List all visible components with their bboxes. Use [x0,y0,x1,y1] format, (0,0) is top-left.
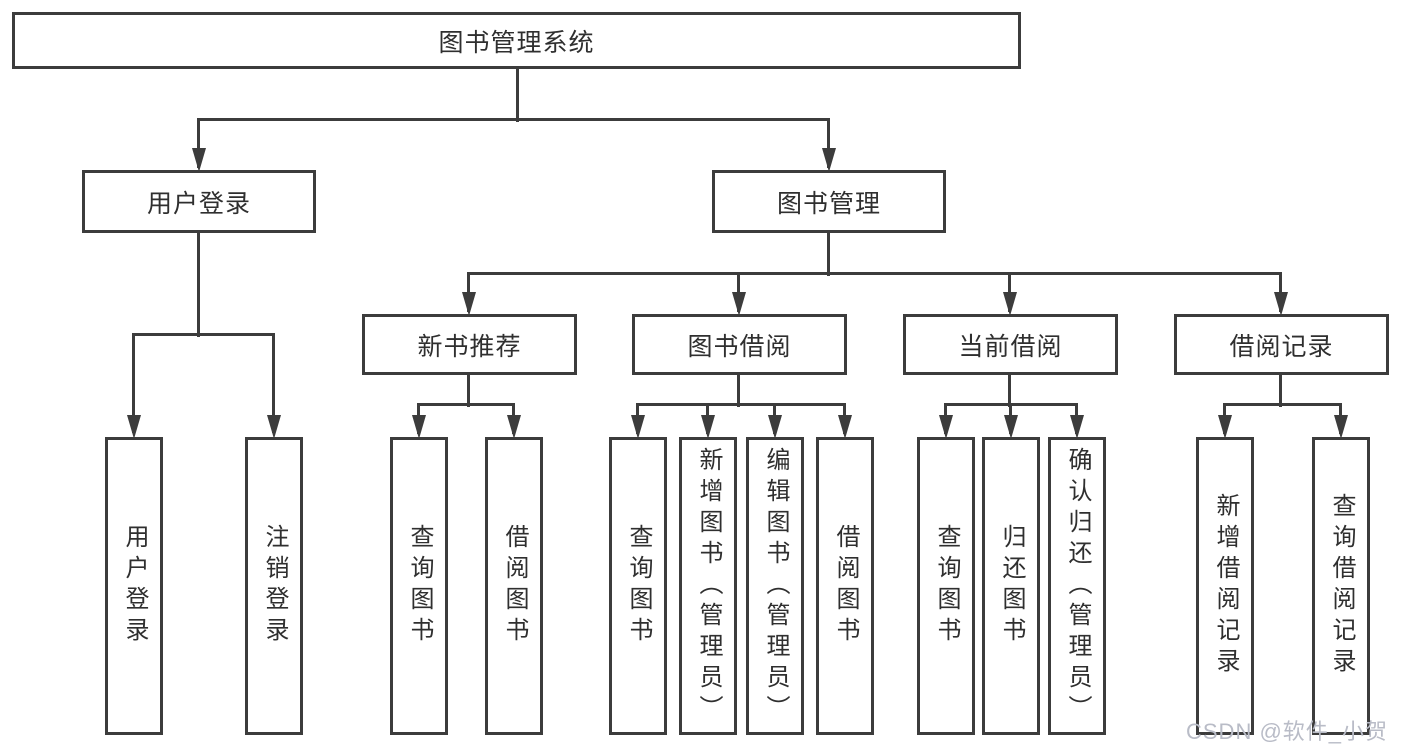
node-leaf-return-book: 归还图书 [982,437,1040,735]
node-leaf-confirm-return-admin: 确认归还（管理员） [1048,437,1106,735]
connector-line [272,335,275,433]
connector-line [467,272,1282,275]
connector-line [1223,403,1342,406]
connector-line [944,403,1078,406]
connector-line [1223,405,1226,434]
node-leaf-query-borrow-record: 查询借阅记录 [1312,437,1370,735]
connector-line [132,335,135,433]
node-leaf-edit-book-admin: 编辑图书（管理员） [746,437,804,735]
connector-line [467,274,470,312]
node-borrowing-records: 借阅记录 [1174,314,1389,375]
connector-line [417,403,515,406]
connector-line [516,69,519,122]
node-leaf-current-query-book: 查询图书 [917,437,975,735]
connector-line [1339,405,1342,434]
node-leaf-add-book-admin: 新增图书（管理员） [679,437,737,735]
connector-line [737,274,740,312]
node-leaf-borrow-query-book: 查询图书 [609,437,667,735]
connector-line [1008,374,1011,407]
node-current-borrowing: 当前借阅 [903,314,1118,375]
node-leaf-user-login: 用户登录 [105,437,163,735]
connector-line [1075,405,1078,434]
connector-line [132,333,275,336]
node-user-login: 用户登录 [82,170,316,233]
connector-line [773,405,776,434]
connector-line [1279,374,1282,407]
node-book-borrowing: 图书借阅 [632,314,847,375]
connector-line [417,405,420,434]
connector-line [827,232,830,276]
node-library-management-system: 图书管理系统 [12,12,1021,69]
csdn-watermark: CSDN @软件_小贺同学 [1186,719,1389,744]
connector-line [843,405,846,434]
connector-line [706,405,709,434]
connector-line [197,120,200,168]
connector-line [1009,405,1012,434]
connector-line [827,120,830,168]
connector-line [737,374,740,407]
connector-line [636,403,846,406]
node-new-book-recommendation: 新书推荐 [362,314,577,375]
node-leaf-logout: 注销登录 [245,437,303,735]
connector-line [1008,274,1011,312]
node-leaf-rec-borrow-book: 借阅图书 [485,437,543,735]
connector-line [197,118,830,121]
connector-line [197,232,200,337]
node-leaf-add-borrow-record: 新增借阅记录 [1196,437,1254,735]
connector-line [1279,274,1282,312]
node-book-management: 图书管理 [712,170,946,233]
connector-line [467,374,470,407]
node-leaf-rec-query-book: 查询图书 [390,437,448,735]
connector-line [944,405,947,434]
connector-line [636,405,639,434]
connector-line [512,405,515,434]
node-leaf-borrow-borrow-book: 借阅图书 [816,437,874,735]
